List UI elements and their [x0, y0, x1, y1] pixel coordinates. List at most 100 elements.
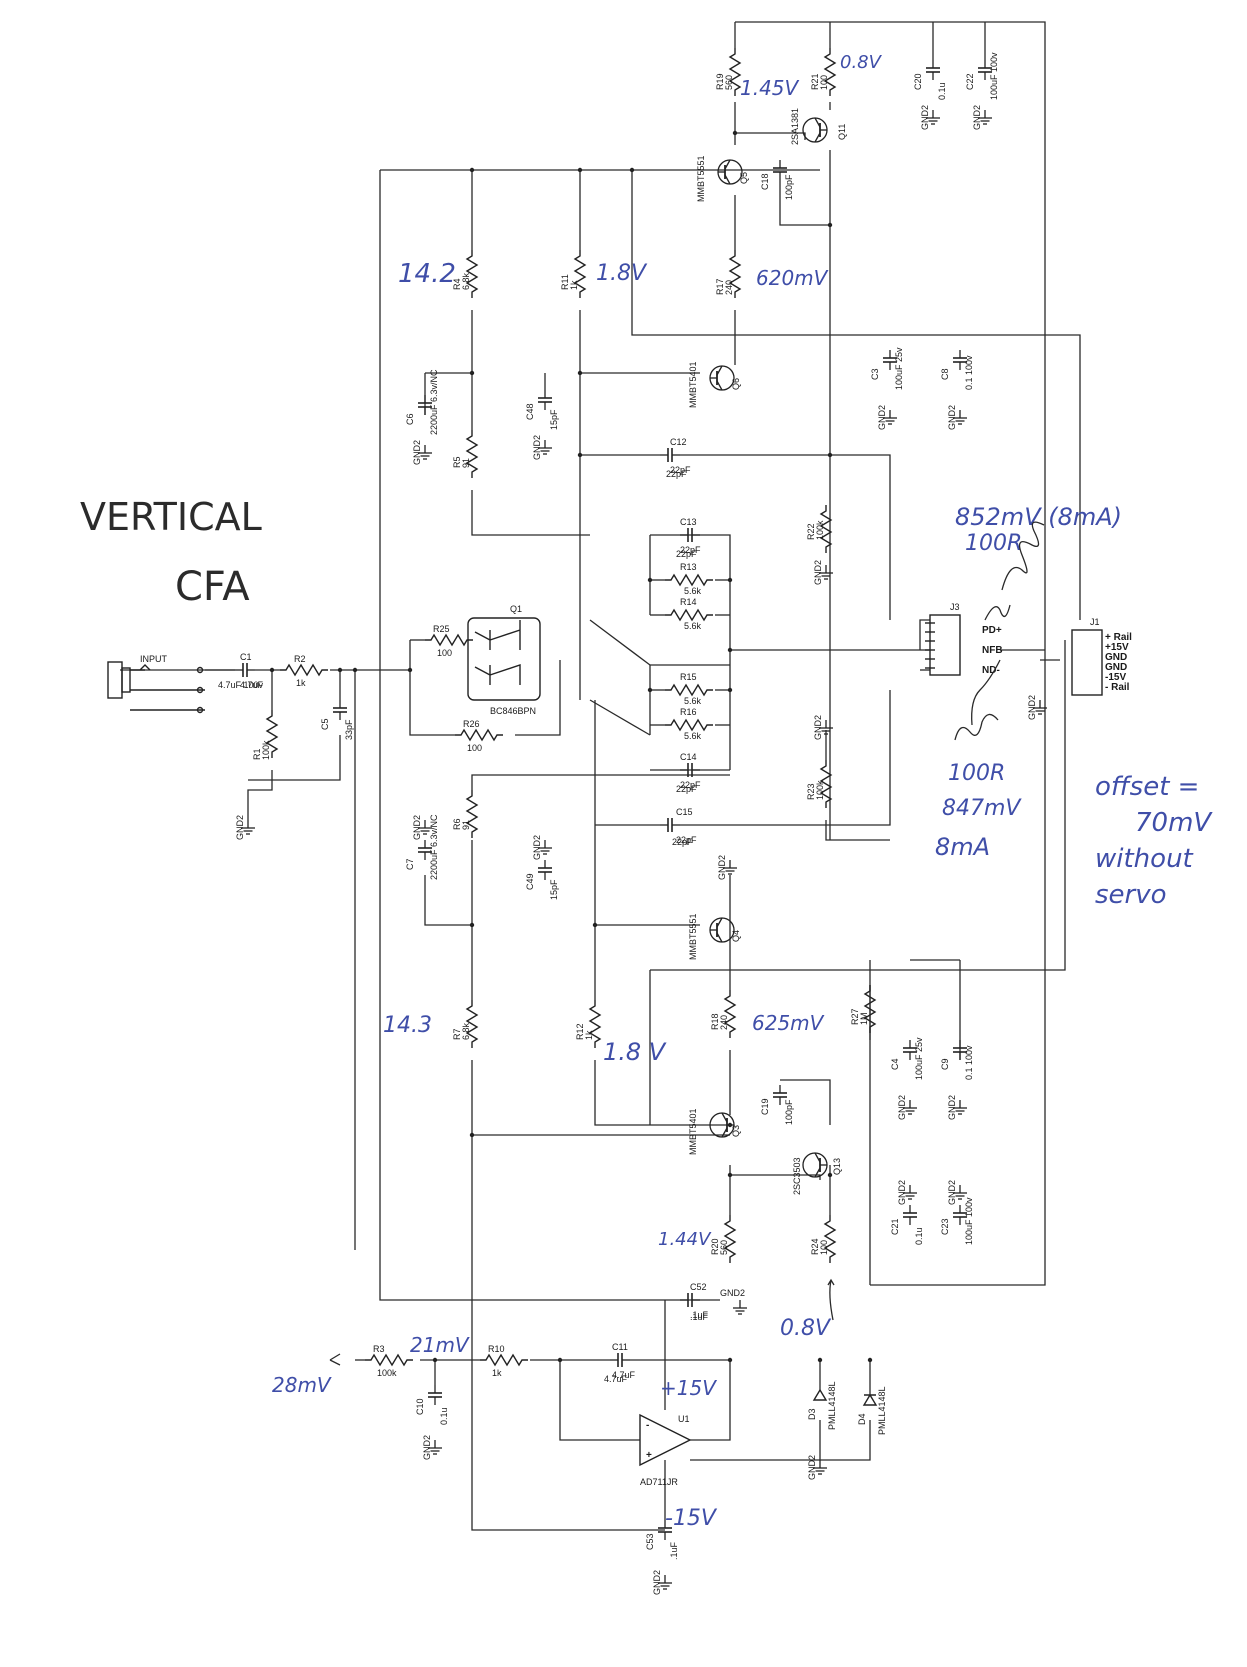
- junction-dot: [577, 370, 583, 376]
- gnd-label: GND2: [532, 435, 542, 460]
- resistor-value: 240: [724, 280, 734, 295]
- capacitor-value: 100pF: [784, 1099, 794, 1125]
- junction-dot: [647, 577, 653, 583]
- c1-value: 4.7uF 100v: [218, 680, 264, 690]
- opamp-part: AD711JR: [640, 1477, 678, 1487]
- resistor-ref: R21: [810, 73, 820, 90]
- capacitor-ref: C21: [890, 1218, 900, 1235]
- capacitor-value: 33pF: [344, 719, 354, 740]
- gnd-label: GND2: [412, 440, 422, 465]
- resistor-ref: R11: [560, 274, 570, 290]
- note-offset-line: 70mV: [1135, 808, 1213, 838]
- capacitor-ref: C10: [415, 1398, 425, 1415]
- resistor-ref: R18: [710, 1013, 720, 1030]
- ground-symbol: GND2: [1027, 695, 1048, 720]
- resh-symbol: [279, 664, 329, 676]
- ground-symbol: GND2: [422, 1435, 443, 1460]
- capv-symbol: [902, 1204, 918, 1226]
- caph-symbol: [659, 817, 681, 833]
- transistor-ref: Q5: [739, 172, 749, 184]
- gnd-label: GND2: [877, 405, 887, 430]
- gnd-label: GND2: [947, 1095, 957, 1120]
- resh-symbol: [479, 1354, 529, 1366]
- note-v-input: 28mV: [272, 1373, 332, 1397]
- capacitor-value: 22pF: [670, 465, 691, 475]
- resistor-r14: R14 5.6k: [664, 597, 714, 631]
- positive-rail: [735, 21, 1046, 1286]
- junction-dot: [469, 922, 475, 928]
- transistor-ref: Q1: [510, 604, 522, 614]
- ground-symbol: GND2: [807, 1455, 828, 1480]
- gnd-label: GND2: [947, 1180, 957, 1205]
- resistor-ref: R5: [452, 456, 462, 468]
- note-v-r20: 1.44V: [658, 1229, 712, 1250]
- diode-part: PMLL4148L: [877, 1386, 887, 1435]
- resistor-value: 5.6k: [684, 621, 702, 631]
- junction-dot: [469, 167, 475, 173]
- wire: [579, 310, 700, 374]
- transistor-ref: Q6: [731, 378, 741, 390]
- note-v-r4: 14.2: [398, 259, 456, 289]
- junction-dot: [352, 667, 358, 673]
- ground-symbol: GND2: [412, 440, 433, 465]
- junction-dot: [337, 667, 343, 673]
- junction-dot: [727, 1172, 733, 1178]
- capacitor-value: 22pF: [680, 545, 701, 555]
- capacitor-ref: C19: [760, 1098, 770, 1115]
- capacitor-c19: C19 100pF: [760, 1084, 794, 1125]
- capacitor-value: 100uF 25v: [894, 347, 904, 390]
- capacitor-ref: C14: [680, 752, 697, 762]
- capv-symbol: [537, 389, 553, 411]
- note-v-r11: 1.8V: [596, 261, 648, 286]
- capacitor-c1: C14.7uF: [234, 652, 264, 690]
- resistor-ref: R7: [452, 1028, 462, 1040]
- resistor-value: 1k: [569, 280, 579, 290]
- j1-pin-label: GND: [1105, 652, 1127, 663]
- note-v-r24: 0.8V: [780, 1316, 832, 1341]
- c12-value: 22pF: [666, 469, 687, 479]
- ground-symbol: GND2: [947, 1095, 968, 1120]
- capacitor-ref: C7: [405, 858, 415, 870]
- gnd-label: GND2: [807, 1455, 817, 1480]
- resh-symbol: [664, 574, 714, 586]
- c14-value: 22pF: [676, 784, 697, 794]
- ground-symbol: GND2: [412, 815, 433, 840]
- resistor-ref: R12: [575, 1023, 585, 1040]
- resh-symbol: [664, 719, 714, 731]
- resistor-ref: R25: [433, 624, 450, 634]
- note-pd-resistor: 100R: [965, 531, 1022, 556]
- capacitor-ref: C18: [760, 173, 770, 190]
- wire: [515, 660, 561, 736]
- resv-symbol: [466, 429, 478, 479]
- wire: [680, 690, 891, 826]
- capacitor-value: 0.1u: [914, 1227, 924, 1245]
- transistor-ref: Q3: [731, 1125, 741, 1137]
- resistor-ref: R14: [680, 597, 697, 607]
- resistor-ref: R20: [710, 1238, 720, 1255]
- wire: [730, 1174, 821, 1180]
- note-nd-current: 8mA: [935, 833, 990, 861]
- j1-pin-label: -15V: [1105, 672, 1126, 683]
- resistor-ref: R26: [463, 719, 480, 729]
- c11-value: 4.7uF: [604, 1374, 628, 1384]
- capacitor-ref: C49: [525, 873, 535, 890]
- gnd-label: GND2: [412, 815, 422, 840]
- ground-symbol: GND2: [947, 1180, 968, 1205]
- ground-symbol: GND2: [652, 1570, 673, 1595]
- junction-dot: [817, 1357, 823, 1363]
- wire: [559, 1360, 640, 1441]
